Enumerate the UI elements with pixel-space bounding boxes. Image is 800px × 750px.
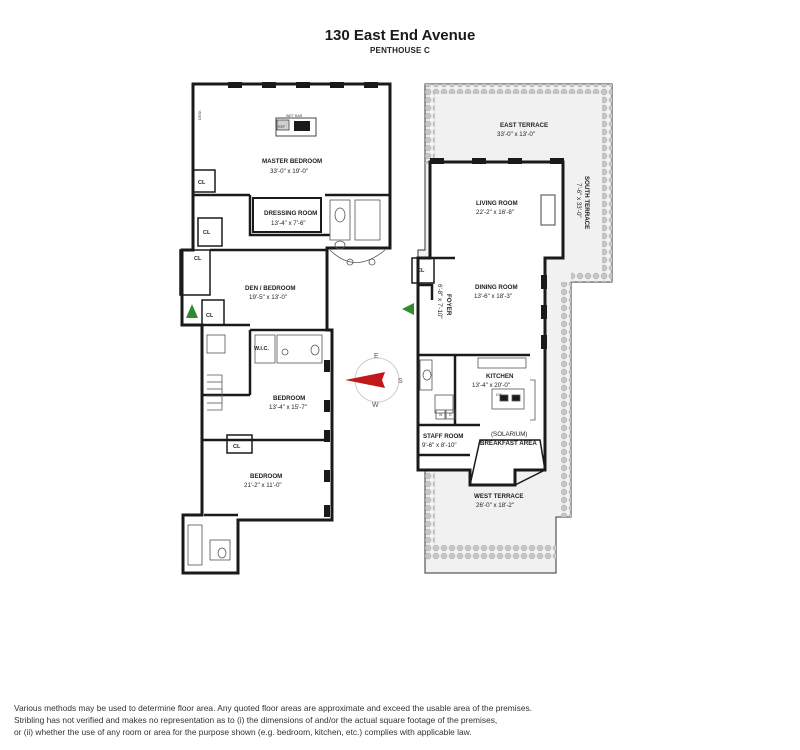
living-room-dims: 22'-2" x 16'-8" xyxy=(476,209,514,216)
closet-label-6: CL xyxy=(417,268,425,274)
kitchen-name: KITCHEN xyxy=(486,373,514,380)
closet-label-1: CL xyxy=(198,180,206,186)
west-terrace-name: WEST TERRACE xyxy=(474,493,524,500)
south-terrace-name: SOUTH TERRACE xyxy=(583,176,590,229)
west-terrace-dims: 26'-0" x 18'-2" xyxy=(476,502,514,509)
foyer-name: FOYER xyxy=(445,294,452,316)
bedroom-2-dims: 13'-4" x 15'-7" xyxy=(269,404,307,411)
window-blocks-top xyxy=(228,82,378,88)
den-bedroom-dims: 19'-5" x 13'-0" xyxy=(249,294,287,301)
dressing-room-dims: 13'-4" x 7'-6" xyxy=(271,220,306,227)
side-windows-left-wing xyxy=(324,360,330,517)
breakfast-area-name: BREAKFAST AREA xyxy=(480,440,537,447)
compass-w: W xyxy=(372,402,379,409)
windows-east xyxy=(430,158,564,164)
closets-left xyxy=(179,169,253,454)
washer-label: W xyxy=(439,413,443,417)
staff-room-name: STAFF ROOM xyxy=(423,433,463,440)
side-windows-right-wing xyxy=(541,275,547,349)
compass: E S W xyxy=(345,353,403,409)
compass-s: S xyxy=(398,378,403,385)
left-wing-outer-wall xyxy=(180,82,392,575)
planting-borders xyxy=(425,84,612,560)
bottom-bath-fixtures xyxy=(187,524,231,566)
compass-needle xyxy=(345,372,385,388)
closet-label-2: CL xyxy=(203,230,211,236)
wet-bar-label: WET BAR xyxy=(286,114,303,118)
wic-bath-fixtures xyxy=(254,334,323,364)
wet-bar-counter xyxy=(275,117,317,137)
living-room-name: LIVING ROOM xyxy=(476,200,518,207)
plan-title: 130 East End Avenue xyxy=(324,27,476,44)
entry-arrow-left xyxy=(186,304,198,318)
staff-bath-fixtures xyxy=(419,359,456,420)
foyer-dims: 6'-8" x 7'-10" xyxy=(436,284,443,319)
floor-plan: E S W WET BAR REF DESK MASTER BEDROOM 33… xyxy=(179,82,613,575)
dw-label: DW xyxy=(496,393,503,397)
interior-walls-right xyxy=(418,256,530,457)
fireplace xyxy=(540,194,556,226)
closet-label-5: CL xyxy=(233,444,241,450)
kitchen-dims: 13'-4" x 20'-0" xyxy=(472,382,510,389)
foyer-closet xyxy=(411,257,435,284)
entry-arrow-right xyxy=(402,303,414,315)
master-bath-fixtures xyxy=(329,199,386,266)
dressing-room-outline xyxy=(252,197,322,233)
disclaimer-line-3: or (ii) whether the use of any room or a… xyxy=(14,727,472,737)
dressing-room-name: DRESSING ROOM xyxy=(264,210,317,217)
desk-label: DESK xyxy=(198,110,202,120)
disclaimer-line-2: Stribling has not verified and makes no … xyxy=(14,715,498,725)
breakfast-area-prefix: (SOLARIUM) xyxy=(491,431,527,438)
closet-label-4: CL xyxy=(206,313,214,319)
dining-room-name: DINING ROOM xyxy=(475,284,518,291)
plan-subtitle: PENTHOUSE C xyxy=(370,46,430,55)
bedroom-2-name: BEDROOM xyxy=(273,395,305,402)
compass-e: E xyxy=(374,353,379,360)
east-terrace-dims: 33'-0" x 13'-0" xyxy=(497,131,535,138)
east-terrace-name: EAST TERRACE xyxy=(500,122,548,129)
bedroom-3-dims: 21'-2" x 11'-0" xyxy=(244,482,282,489)
disclaimer-line-1: Various methods may be used to determine… xyxy=(14,703,533,713)
den-bedroom-name: DEN / BEDROOM xyxy=(245,285,296,292)
wic-label: W.I.C. xyxy=(254,346,269,352)
ref-box xyxy=(276,119,290,131)
left-wing xyxy=(179,82,392,575)
master-bedroom-dims: 33'-0" x 19'-0" xyxy=(270,168,308,175)
dryer-label: D xyxy=(449,413,452,417)
closet-label-3: CL xyxy=(194,256,202,262)
bedroom-3-name: BEDROOM xyxy=(250,473,282,480)
den-fixtures xyxy=(206,334,226,411)
disclaimer: Various methods may be used to determine… xyxy=(14,702,784,738)
master-bedroom-name: MASTER BEDROOM xyxy=(262,158,322,165)
ref-label: REF xyxy=(278,125,286,129)
south-terrace-dims: 7'-6" x 33'-0" xyxy=(575,183,582,218)
solarium-bay xyxy=(469,439,546,486)
right-wing xyxy=(402,83,613,574)
wet-bar-sink xyxy=(294,121,310,131)
dining-room-dims: 13'-6" x 18'-3" xyxy=(474,293,512,300)
kitchen-fixtures xyxy=(477,357,536,421)
staff-room-dims: 9'-6" x 8'-10" xyxy=(422,442,457,449)
